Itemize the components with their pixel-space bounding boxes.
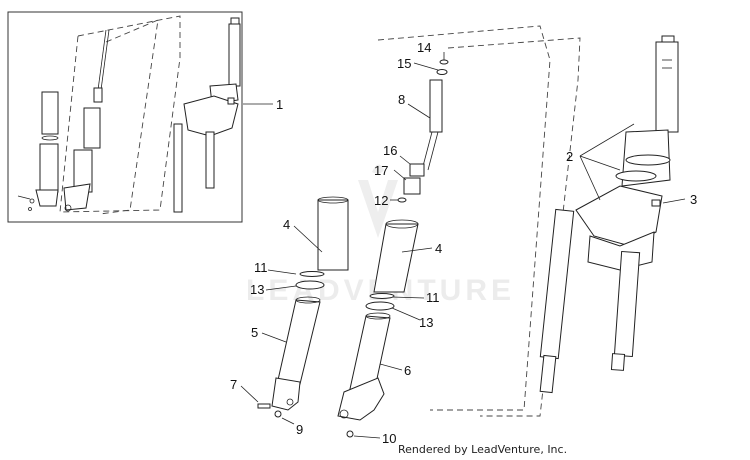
callout-17: 17 <box>374 163 388 178</box>
callout-6: 6 <box>404 363 411 378</box>
callout-7: 7 <box>230 377 237 392</box>
callout-4-right: 4 <box>435 241 442 256</box>
callout-numbers: 1 2 3 4 4 5 6 7 8 9 10 11 11 12 13 13 14… <box>230 40 697 446</box>
left-leg-outline <box>377 25 551 411</box>
steering-stem-assembly <box>539 35 679 394</box>
callout-5: 5 <box>251 325 258 340</box>
right-fork-leg <box>337 219 419 438</box>
callout-10: 10 <box>382 431 396 446</box>
leader-lines <box>240 52 686 439</box>
callout-9: 9 <box>296 422 303 437</box>
callout-11-left: 11 <box>254 260 268 275</box>
callout-2: 2 <box>566 149 573 164</box>
right-leg-outline <box>447 37 581 417</box>
callout-3: 3 <box>690 192 697 207</box>
callout-13-left: 13 <box>250 282 264 297</box>
watermark-logo <box>358 164 398 238</box>
callout-4-left: 4 <box>283 217 290 232</box>
callout-13-right: 13 <box>419 315 433 330</box>
callout-11-right: 11 <box>426 290 440 305</box>
callout-1: 1 <box>276 97 283 112</box>
callout-16: 16 <box>383 143 397 158</box>
callout-12: 12 <box>374 193 388 208</box>
callout-8: 8 <box>398 92 405 107</box>
damper-rod-assembly <box>397 59 449 203</box>
callout-15: 15 <box>397 56 411 71</box>
left-fork-leg <box>257 196 349 418</box>
callout-14: 14 <box>417 40 431 55</box>
assembly-inset-frame <box>7 11 243 223</box>
assembly-inset <box>17 15 241 215</box>
credit-text: Rendered by LeadVenture, Inc. <box>398 443 567 456</box>
